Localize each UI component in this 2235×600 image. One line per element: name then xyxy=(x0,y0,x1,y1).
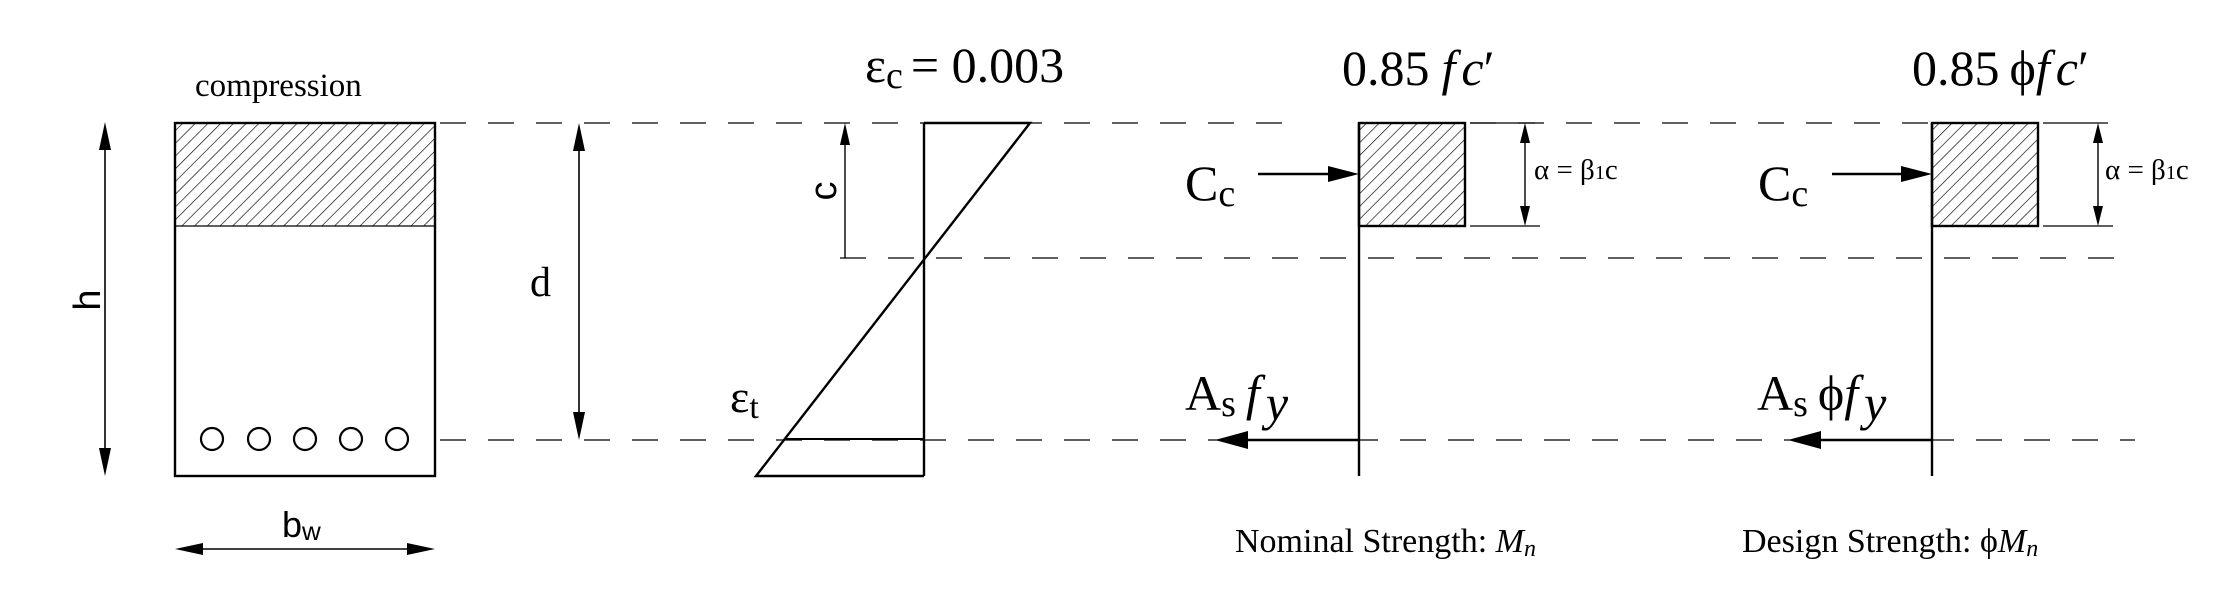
strain-profile xyxy=(753,121,1033,478)
design-cc-arrowhead xyxy=(1901,166,1932,182)
rebar-circle xyxy=(199,426,225,452)
nominal-stress-block xyxy=(1357,121,1467,228)
neutral-depth-label: c xyxy=(803,182,845,201)
design-alpha-label: α = β1c xyxy=(2105,154,2189,186)
rebar-circle xyxy=(246,426,272,452)
width-arrow-right xyxy=(407,543,435,555)
design-alpha-arrow-top xyxy=(2093,123,2103,143)
depth-arrow-bottom xyxy=(573,412,585,440)
height-arrow-bottom xyxy=(99,448,111,476)
strain-top-label: εc= 0.003 xyxy=(865,37,1064,97)
nominal-alpha-arrow-top xyxy=(1520,123,1530,143)
height-arrow-top xyxy=(99,122,111,150)
rebar-group xyxy=(199,426,410,452)
width-arrow-left xyxy=(175,543,203,555)
nominal-tension-arrowhead xyxy=(1215,431,1248,449)
rebar-circle xyxy=(338,426,364,452)
section-outline xyxy=(173,121,437,478)
strain-diagram xyxy=(753,121,1033,478)
design-alpha-arrow-bottom xyxy=(2093,206,2103,226)
rebar-circle xyxy=(292,426,318,452)
width-label: bw xyxy=(282,504,321,546)
design-caption: Design Strength: ϕMn xyxy=(1742,523,2038,562)
depth-label: d xyxy=(530,260,551,306)
depth-arrow-top xyxy=(573,123,585,151)
nominal-alpha-arrow-bottom xyxy=(1520,206,1530,226)
nominal-cc-label: Cc xyxy=(1185,155,1235,215)
design-cc-label: Cc xyxy=(1758,155,1808,215)
rebar-circle xyxy=(384,426,410,452)
design-tension-arrowhead xyxy=(1788,431,1821,449)
nominal-caption: Nominal Strength: Mn xyxy=(1235,523,1536,562)
cross-section: compression h bw d xyxy=(67,68,585,555)
height-label: h xyxy=(67,289,109,310)
compression-zone-hatch xyxy=(175,123,435,226)
compression-label: compression xyxy=(195,68,362,104)
design-stress-block xyxy=(1930,121,2040,228)
nominal-alpha-label: α = β1c xyxy=(1534,154,1618,186)
nominal-cc-arrowhead xyxy=(1328,166,1359,182)
neutral-depth-arrow-top xyxy=(840,123,850,145)
tensile-strain-label: εt xyxy=(730,371,759,426)
